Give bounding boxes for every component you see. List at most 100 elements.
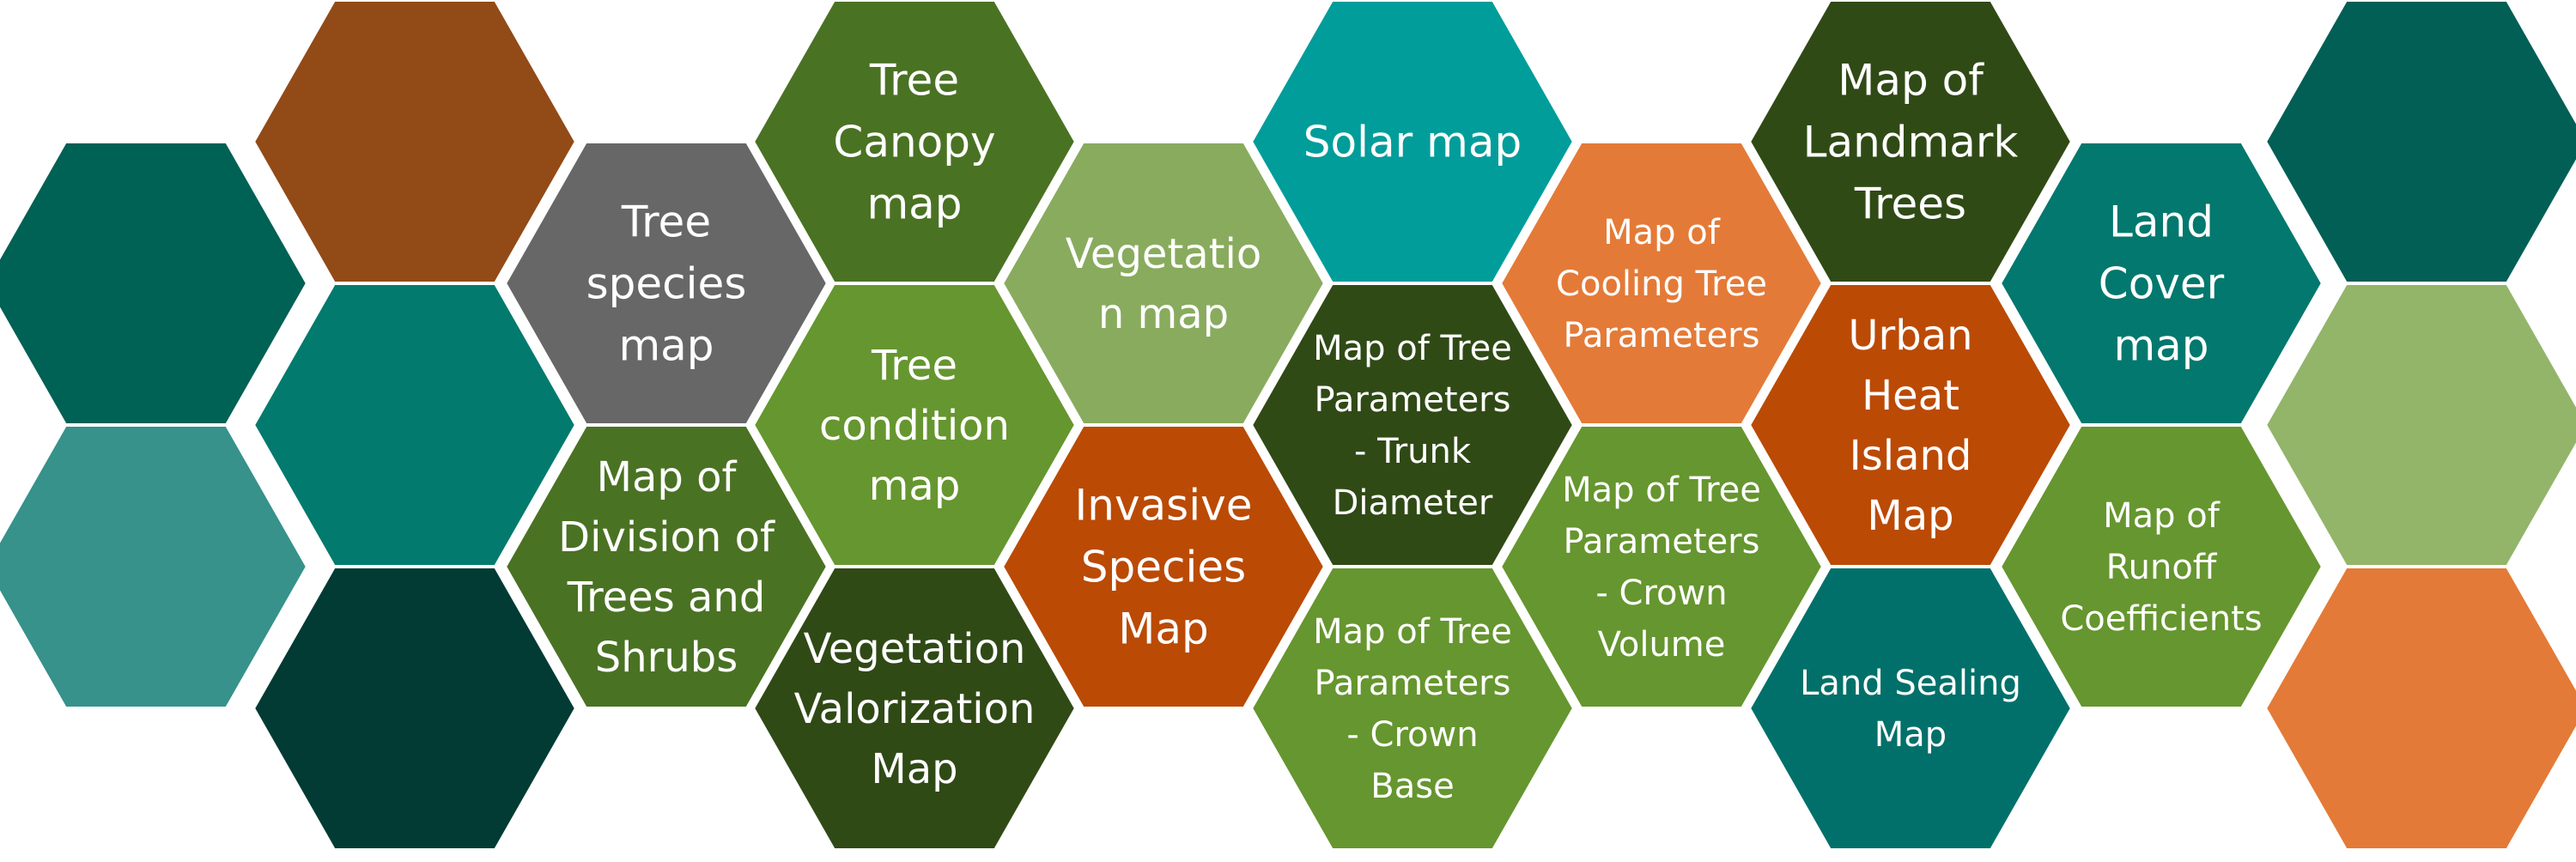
- hexagon-label-line: Parameters: [1564, 522, 1760, 562]
- hexagon-label-line: Valorization: [794, 685, 1036, 733]
- hexagon-shape: [2263, 565, 2576, 852]
- hexagon-label-line: Map: [871, 745, 957, 793]
- hexagon-label-line: Trees and: [567, 574, 766, 622]
- hexagon-label-line: Tree: [871, 342, 957, 390]
- hexagon-shape: [2263, 282, 2576, 568]
- hexagon-label-line: Runoff: [2106, 548, 2218, 587]
- hexagon-shape: [0, 140, 310, 427]
- hexagon-label-line: Map: [1874, 715, 1947, 755]
- hexagon-label-line: Canopy: [833, 118, 995, 167]
- hexagon-label-line: - Trunk: [1354, 432, 1472, 471]
- hexagon-label-line: Map of: [597, 453, 738, 501]
- hexagon-shape: [502, 423, 830, 710]
- hexagon-label-line: Map of Tree: [1562, 470, 1761, 510]
- hexagon-c0r1: [0, 423, 310, 710]
- hexagon-label-line: Solar map: [1303, 118, 1522, 167]
- hexagon-label-line: Cover: [2099, 259, 2225, 309]
- hexagon-label-line: Trees: [1854, 179, 1966, 229]
- hexagon-label-line: Tree: [869, 56, 959, 106]
- hexagon-label-line: Map of Tree: [1313, 612, 1512, 652]
- hexagon-label: Tree species map: [586, 197, 747, 371]
- hexagon-label-line: Map: [1118, 604, 1209, 654]
- hexagon-c4r0: Vegetatio n map: [999, 140, 1327, 427]
- hexagon-shape: [1997, 423, 2325, 710]
- hexagon-label-line: Base: [1370, 767, 1454, 806]
- hexagon-label-line: map: [869, 462, 961, 510]
- hexagon-label-line: Parameters: [1315, 664, 1511, 703]
- hexagon-c3r1: Tree condition map: [750, 282, 1078, 568]
- hexagon-label-line: Map of: [2103, 496, 2221, 536]
- hexagon-label-line: Coefficients: [2060, 599, 2262, 639]
- hexagon-label-line: Cooling Tree: [1556, 264, 1767, 304]
- hexagon-label-line: species: [586, 259, 747, 309]
- hexagon-label-line: Volume: [1598, 625, 1726, 665]
- hexagon-label-line: Species: [1081, 543, 1246, 592]
- hexagon-label-line: Tree: [621, 197, 711, 247]
- hexagon-label-line: Land Sealing: [1800, 664, 2021, 703]
- hexagon-shape: [0, 423, 310, 710]
- hexagon-c0r0: [0, 140, 310, 427]
- hexagon-shape: [251, 565, 579, 852]
- hexagon-shape: [1498, 423, 1826, 710]
- hexagon-c9r2: [2263, 565, 2576, 852]
- hexagon-shape: [1747, 565, 2075, 852]
- hexagon-label-line: Urban: [1848, 312, 1972, 360]
- hexagon-label-line: Land: [2109, 197, 2214, 247]
- hexagon-label: Solar map: [1303, 118, 1522, 167]
- hexagon-shape: [750, 565, 1078, 852]
- hexagon-label-line: Map of: [1603, 213, 1721, 252]
- hexagon-label-line: Shrubs: [595, 634, 738, 682]
- hexagon-label-line: Vegetation: [804, 625, 1026, 673]
- hexagon-label-line: Map of Tree: [1313, 329, 1512, 368]
- hexagon-c2r0: Tree species map: [502, 140, 830, 427]
- hexagon-label-line: map: [2113, 321, 2208, 371]
- hexagon-label-line: Diameter: [1333, 483, 1493, 523]
- hexagon-shape: [999, 423, 1327, 710]
- hexagon-label-line: Vegetatio: [1066, 230, 1261, 278]
- hexagon-label: Vegetatio n map: [1066, 230, 1261, 338]
- hexagon-label-line: map: [866, 179, 962, 229]
- hexagon-label-line: condition: [819, 402, 1010, 450]
- hexagon-c9r1: [2263, 282, 2576, 568]
- hexagon-c1r2: [251, 565, 579, 852]
- hexagon-label-line: Landmark: [1803, 118, 2019, 167]
- hexagon-label-line: - Crown: [1346, 715, 1478, 755]
- hexagon-label: Tree condition map: [819, 342, 1010, 510]
- hexagon-label-line: n map: [1098, 290, 1229, 338]
- hexagon-label-line: Parameters: [1315, 380, 1511, 420]
- hexagon-label-line: map: [618, 321, 714, 371]
- hexagon-label-line: - Crown: [1595, 574, 1727, 613]
- hexagon-c9r0: [2263, 0, 2576, 285]
- hexagon-label-line: Map of: [1838, 56, 1984, 106]
- hexagon-c5r0: Solar map: [1249, 0, 1577, 285]
- hexagon-label-line: Parameters: [1564, 316, 1760, 355]
- hexagon-shape: [2263, 0, 2576, 285]
